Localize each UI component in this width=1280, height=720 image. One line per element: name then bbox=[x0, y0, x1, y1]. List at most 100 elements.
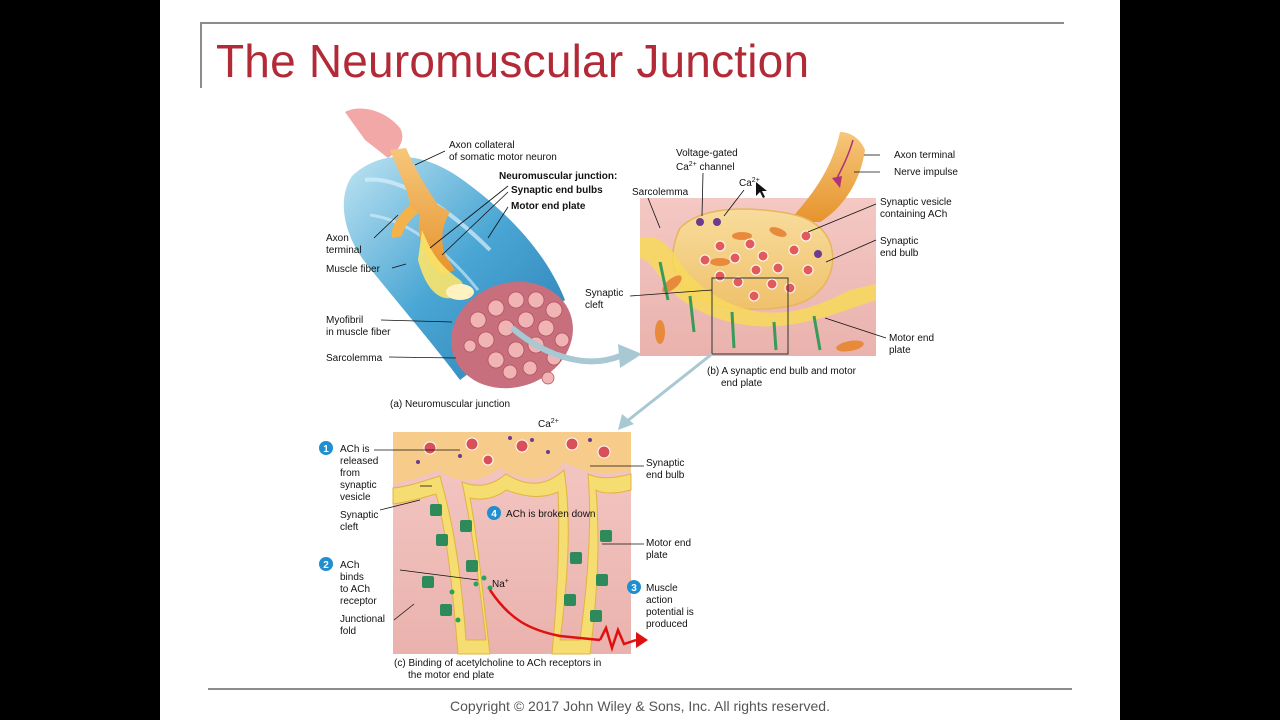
step-number: 3 bbox=[631, 583, 637, 594]
label-ca-ion-b: Ca2+ bbox=[739, 177, 760, 189]
step-2-text: receptor bbox=[340, 596, 377, 607]
label-end-bulb-c: Synaptic bbox=[646, 458, 684, 469]
step-3-text: produced bbox=[646, 619, 688, 630]
label-axon-collateral: Axon collateral bbox=[449, 140, 515, 151]
zoom-arrow-b-c bbox=[625, 352, 713, 424]
panel-a-illustration bbox=[343, 108, 642, 389]
step-number: 4 bbox=[491, 509, 497, 520]
fiber-cross-section bbox=[451, 281, 573, 389]
zoom-arrow-a-b bbox=[510, 325, 622, 365]
mouse-cursor bbox=[756, 182, 767, 198]
synaptic-cleft-folds bbox=[392, 469, 632, 655]
caption-panel-c-2: the motor end plate bbox=[408, 670, 495, 681]
label-synaptic-vesicle: Synaptic vesicle bbox=[880, 197, 952, 208]
label-motor-end-plate-c-2: plate bbox=[646, 550, 668, 561]
label-axon-terminal-2: terminal bbox=[326, 245, 362, 256]
nerve-impulse-arrowhead bbox=[832, 176, 842, 188]
step-number: 1 bbox=[323, 444, 329, 455]
caption-panel-c: (c) Binding of acetylcholine to ACh rece… bbox=[394, 658, 601, 669]
label-myofibril-2: in muscle fiber bbox=[326, 327, 391, 338]
label-ca-ion-c: Ca2+ bbox=[538, 418, 559, 430]
step-2-text: binds bbox=[340, 572, 364, 583]
step-badge bbox=[627, 580, 641, 594]
label-motor-end-plate: Motor end plate bbox=[511, 201, 586, 212]
step-badge bbox=[319, 441, 333, 455]
voltage-gated-ca-channels bbox=[696, 218, 822, 258]
zoom-arrow-head bbox=[618, 344, 642, 368]
label-nerve-impulse: Nerve impulse bbox=[894, 167, 958, 178]
step-1-text: synaptic bbox=[340, 480, 377, 491]
label-myofibril: Myofibril bbox=[326, 315, 363, 326]
junctional-folds-b bbox=[658, 261, 822, 351]
panel-a-leaders bbox=[373, 150, 509, 359]
axon-terminal-b bbox=[788, 132, 865, 222]
step-1-text: released bbox=[340, 456, 378, 467]
step-4-text: ACh is broken down bbox=[506, 509, 596, 520]
step-2-text: ACh bbox=[340, 560, 359, 571]
step-badge bbox=[319, 557, 333, 571]
action-potential-arrowhead bbox=[636, 632, 648, 648]
label-axon-collateral-2: of somatic motor neuron bbox=[449, 152, 557, 163]
label-cleft-b: Synaptic bbox=[585, 288, 623, 299]
label-cleft-b-2: cleft bbox=[585, 300, 604, 311]
na-ions bbox=[449, 575, 493, 623]
panel-b-illustration bbox=[618, 132, 876, 430]
axon-collateral bbox=[390, 148, 455, 275]
slide: The Neuromuscular Junction bbox=[160, 0, 1120, 720]
motor-end-plate bbox=[446, 284, 474, 300]
step-2-text: to ACh bbox=[340, 584, 370, 595]
mitochondria bbox=[655, 227, 864, 352]
panel-c-illustration bbox=[392, 432, 648, 655]
label-motor-end-plate-b: Motor end bbox=[889, 333, 934, 344]
step-1-text: vesicle bbox=[340, 492, 371, 503]
caption-panel-b-2: end plate bbox=[721, 378, 763, 389]
synaptic-end-bulbs bbox=[418, 230, 465, 299]
caption-panel-a: (a) Neuromuscular junction bbox=[390, 399, 510, 410]
ach-receptors bbox=[422, 504, 612, 622]
step-1: 1 ACh is released from synaptic vesicle bbox=[319, 441, 378, 503]
sarcolemma-band bbox=[640, 236, 876, 327]
label-end-bulb-b: Synaptic bbox=[880, 236, 918, 247]
footer-rule bbox=[208, 688, 1072, 690]
title-rule bbox=[200, 22, 1064, 24]
action-potential-arrow bbox=[488, 589, 601, 642]
slide-title: The Neuromuscular Junction bbox=[216, 35, 810, 87]
action-potential-zigzag bbox=[598, 624, 637, 653]
zoom-box bbox=[711, 277, 789, 355]
panel-b-leaders bbox=[629, 154, 887, 339]
label-junctional-fold-2: fold bbox=[340, 626, 356, 637]
panel-c-leaders bbox=[374, 449, 644, 621]
myofibril-bundle bbox=[463, 291, 570, 385]
vesicles-c bbox=[423, 437, 611, 466]
step-1-text: from bbox=[340, 468, 360, 479]
label-end-bulb-c-2: end bulb bbox=[646, 470, 685, 481]
step-3-text: Muscle bbox=[646, 583, 678, 594]
label-end-bulb-b-2: end bulb bbox=[880, 248, 919, 259]
label-junctional-fold: Junctional bbox=[340, 614, 385, 625]
caption-panel-b: (b) A synaptic end bulb and motor bbox=[707, 366, 857, 377]
nmj-figure: Axon collateral of somatic motor neuron … bbox=[319, 108, 958, 681]
label-ca-channel: Ca2+ channel bbox=[676, 161, 735, 173]
step-4: 4 ACh is broken down bbox=[487, 506, 596, 520]
synaptic-vesicles bbox=[699, 230, 814, 302]
label-synaptic-vesicle-2: containing ACh bbox=[880, 209, 947, 220]
label-nmj-heading: Neuromuscular junction: bbox=[499, 171, 617, 182]
step-3-text: action bbox=[646, 595, 673, 606]
label-sarcolemma-a: Sarcolemma bbox=[326, 353, 383, 364]
zoom-arrow-b-c-head bbox=[618, 414, 634, 430]
label-na-ion: Na+ bbox=[492, 578, 509, 590]
ca-ions-c bbox=[416, 436, 592, 464]
title-rule-left bbox=[200, 22, 202, 88]
label-motor-end-plate-b-2: plate bbox=[889, 345, 911, 356]
label-axon-terminal-b: Axon terminal bbox=[894, 150, 955, 161]
label-sarcolemma-b: Sarcolemma bbox=[632, 187, 689, 198]
label-cleft-c: Synaptic bbox=[340, 510, 378, 521]
step-3: 3 Muscle action potential is produced bbox=[627, 580, 694, 630]
label-axon-terminal: Axon bbox=[326, 233, 349, 244]
step-number: 2 bbox=[323, 560, 329, 571]
step-2: 2 ACh binds to ACh receptor bbox=[319, 557, 377, 607]
neuron-cell-body bbox=[345, 108, 403, 158]
axon-branch bbox=[391, 205, 418, 238]
label-motor-end-plate-c: Motor end bbox=[646, 538, 691, 549]
step-3-text: potential is bbox=[646, 607, 694, 618]
